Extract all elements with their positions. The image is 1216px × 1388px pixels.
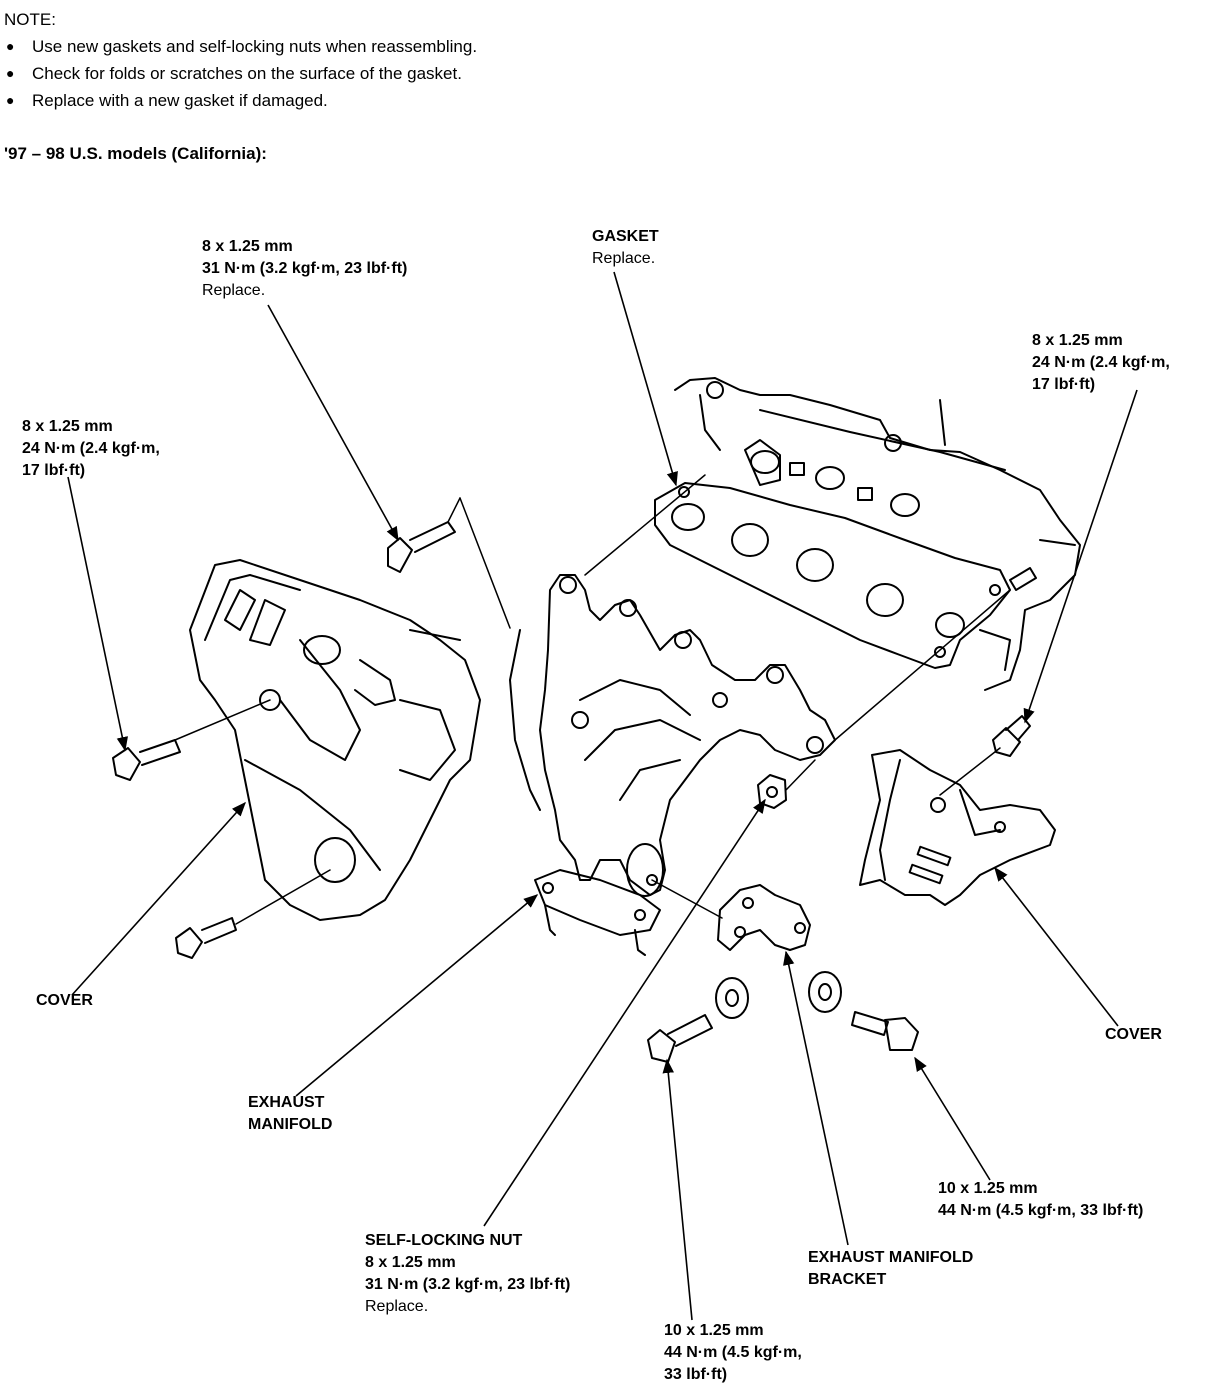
bracket-bolt-bottom-size: 10 x 1.25 mm bbox=[664, 1322, 764, 1339]
nut-note: Replace. bbox=[365, 1298, 429, 1315]
bracket-bolt-right-size: 10 x 1.25 mm bbox=[938, 1180, 1038, 1197]
nut-size: 8 x 1.25 mm bbox=[365, 1254, 456, 1271]
lower-left-bolt bbox=[175, 917, 237, 959]
bracket bbox=[717, 884, 811, 951]
left-bolt-torque: 24 N·m (2.4 kgf·m, bbox=[22, 440, 160, 457]
right-bolt-torque-cont: 17 lbf·ft) bbox=[1032, 376, 1096, 393]
model-subtitle: '97 – 98 U.S. models (California): bbox=[4, 144, 267, 163]
bracket-bolt-right-torque: 44 N·m (4.5 kgf·m, 33 lbf·ft) bbox=[938, 1202, 1144, 1219]
nut-torque: 31 N·m (3.2 kgf·m, 23 lbf·ft) bbox=[365, 1276, 571, 1293]
gasket bbox=[654, 439, 1011, 669]
cylinder-head bbox=[674, 377, 1081, 691]
bracket-line1: EXHAUST MANIFOLD bbox=[808, 1249, 974, 1266]
note-heading: NOTE: bbox=[4, 10, 56, 29]
label-cover-left: COVER bbox=[36, 992, 93, 1009]
label-exhaust-manifold: EXHAUST MANIFOLD bbox=[248, 1092, 332, 1136]
exhaust-manifold bbox=[509, 574, 836, 956]
label-bracket-bolt-right: 10 x 1.25 mm 44 N·m (4.5 kgf·m, 33 lbf·f… bbox=[938, 1178, 1143, 1222]
top-bolt-torque: 31 N·m (3.2 kgf·m, 23 lbf·ft) bbox=[202, 260, 408, 277]
label-left-bolt: 8 x 1.25 mm 24 N·m (2.4 kgf·m, 17 lbf·ft… bbox=[22, 416, 160, 482]
note-item-1: Use new gaskets and self-locking nuts wh… bbox=[4, 33, 477, 60]
note-item-3: Replace with a new gasket if damaged. bbox=[4, 87, 477, 114]
left-bolt-torque-cont: 17 lbf·ft) bbox=[22, 462, 86, 479]
left-bolt bbox=[112, 739, 181, 781]
right-bolt-size: 8 x 1.25 mm bbox=[1032, 332, 1123, 349]
bracket-bolt-bottom-torque: 44 N·m (4.5 kgf·m, bbox=[664, 1344, 802, 1361]
left-bolt-size: 8 x 1.25 mm bbox=[22, 418, 113, 435]
label-right-bolt: 8 x 1.25 mm 24 N·m (2.4 kgf·m, 17 lbf·ft… bbox=[1032, 330, 1170, 396]
right-bolt-torque: 24 N·m (2.4 kgf·m, bbox=[1032, 354, 1170, 371]
label-self-locking-nut: SELF-LOCKING NUT 8 x 1.25 mm 31 N·m (3.2… bbox=[365, 1230, 570, 1318]
top-bolt-size: 8 x 1.25 mm bbox=[202, 238, 293, 255]
exhaust-manifold-line1: EXHAUST bbox=[248, 1094, 325, 1111]
label-bracket: EXHAUST MANIFOLD BRACKET bbox=[808, 1247, 973, 1291]
top-bolt bbox=[387, 521, 456, 573]
gasket-title: GASKET bbox=[592, 228, 659, 245]
washer-left bbox=[715, 977, 749, 1019]
right-cover bbox=[859, 749, 1056, 906]
bracket-bolt-bottom bbox=[647, 1014, 713, 1063]
nut-title: SELF-LOCKING NUT bbox=[365, 1232, 523, 1249]
label-bracket-bolt-bottom: 10 x 1.25 mm 44 N·m (4.5 kgf·m, 33 lbf·f… bbox=[664, 1320, 802, 1386]
note-block: NOTE: Use new gaskets and self-locking n… bbox=[4, 6, 477, 114]
note-item-2: Check for folds or scratches on the surf… bbox=[4, 60, 477, 87]
top-bolt-note: Replace. bbox=[202, 282, 266, 299]
bracket-bolt-right bbox=[851, 1011, 919, 1051]
exhaust-manifold-line2: MANIFOLD bbox=[248, 1116, 333, 1133]
label-gasket: GASKET Replace. bbox=[592, 226, 659, 270]
gasket-note: Replace. bbox=[592, 250, 656, 267]
bracket-bolt-bottom-torque-cont: 33 lbf·ft) bbox=[664, 1366, 728, 1383]
left-cover bbox=[189, 559, 481, 921]
washer-right bbox=[808, 971, 842, 1013]
bracket-line2: BRACKET bbox=[808, 1271, 887, 1288]
stud bbox=[1009, 567, 1037, 591]
label-top-bolt: 8 x 1.25 mm 31 N·m (3.2 kgf·m, 23 lbf·ft… bbox=[202, 236, 407, 302]
leader-lines bbox=[67, 271, 1138, 1321]
label-cover-right: COVER bbox=[1105, 1026, 1162, 1043]
